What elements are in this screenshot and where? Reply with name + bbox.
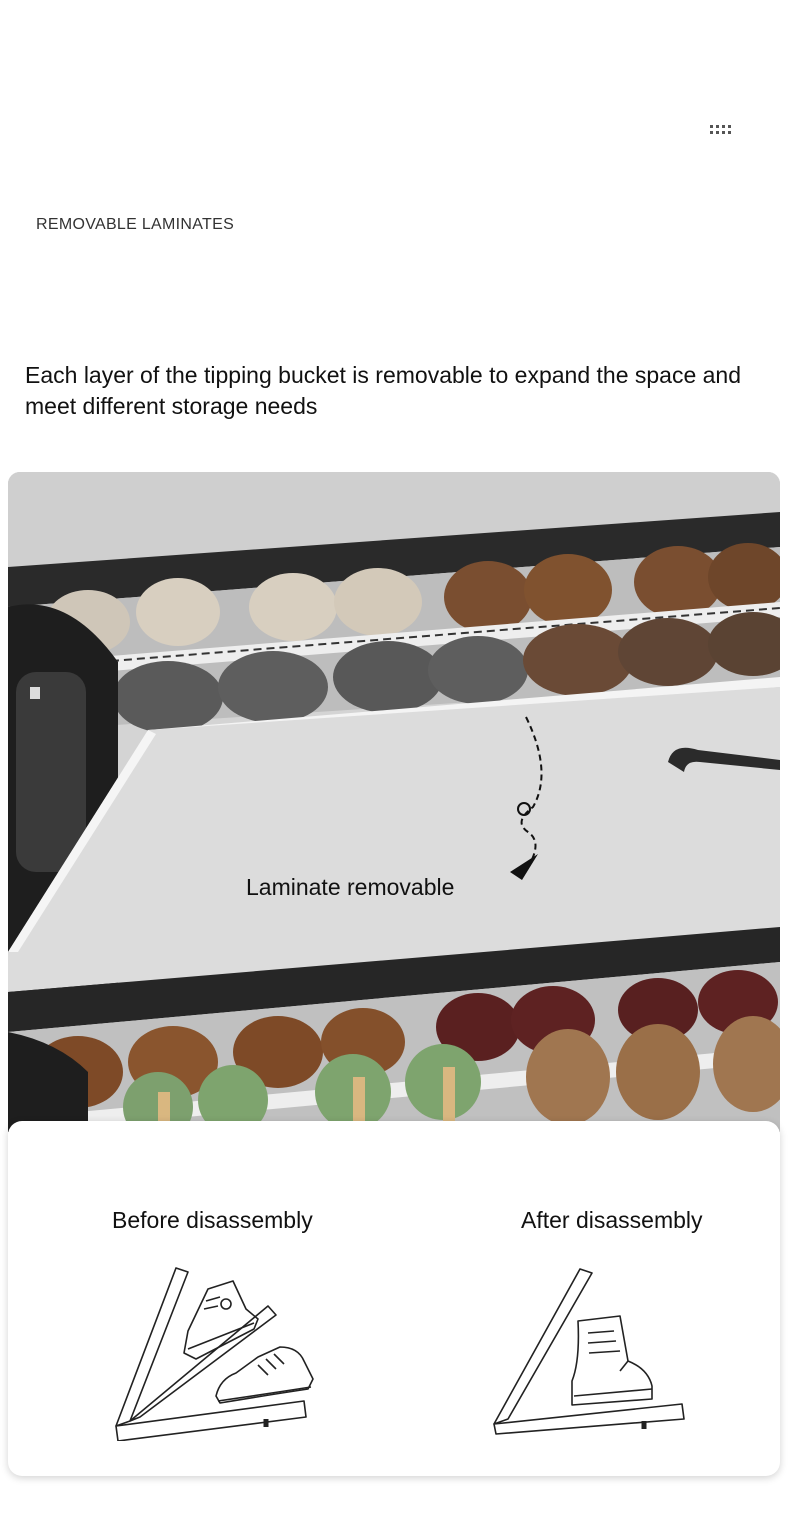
headline: Each layer of the tipping bucket is remo…: [25, 362, 742, 419]
after-title: After disassembly: [521, 1207, 703, 1233]
high-top-sneaker-icon: [183, 1280, 259, 1360]
lower-shoes-front: [123, 1016, 780, 1132]
after-disassembly-illustration: [493, 1268, 685, 1435]
upper-shoes-back: [46, 543, 780, 654]
section-label: REMOVABLE LAMINATES: [36, 216, 235, 233]
before-title: Before disassembly: [112, 1207, 313, 1233]
product-photo: Laminate removable: [8, 472, 780, 1132]
before-disassembly-illustration: [115, 1267, 314, 1441]
upper-shoes-front: [113, 612, 780, 733]
shoe-cabinet-illustration: [8, 472, 780, 1132]
comparison-card: Before disassembly After disassembly: [8, 1121, 780, 1476]
dashed-curved-arrow-icon: [510, 716, 543, 880]
dots-grid-icon[interactable]: [709, 124, 737, 136]
running-shoe-icon: [215, 1346, 314, 1404]
boot-icon: [571, 1315, 653, 1406]
photo-caption: Laminate removable: [246, 874, 455, 900]
